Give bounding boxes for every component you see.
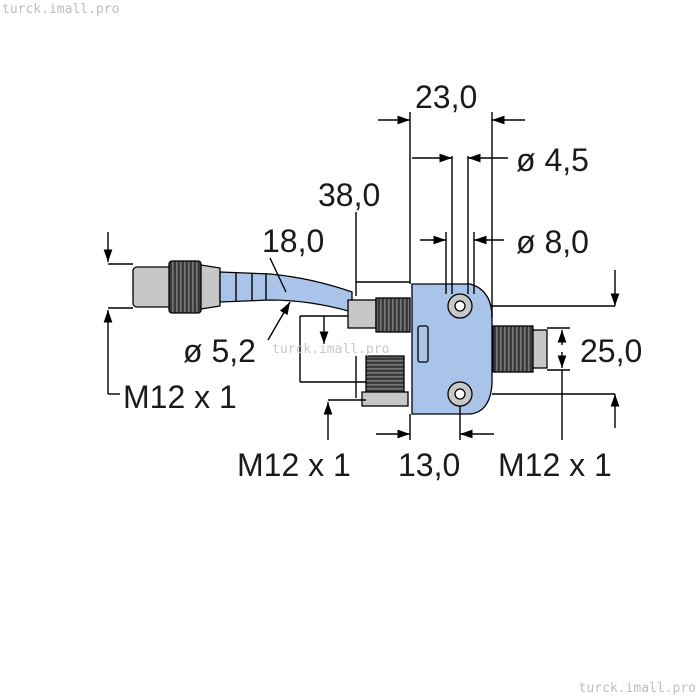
- dim-25: 25,0: [580, 333, 642, 369]
- bottom-connector: [361, 355, 409, 407]
- thread-left: M12 x 1: [123, 379, 237, 415]
- watermark-top: turck.imall.pro: [2, 2, 120, 17]
- thread-right: M12 x 1: [498, 447, 612, 483]
- splitter-body: [411, 283, 493, 415]
- dim-38: 38,0: [318, 177, 380, 213]
- watermark-bottom: turck.imall.pro: [578, 681, 696, 696]
- thread-bottom: M12 x 1: [237, 447, 351, 483]
- right-connector: [492, 325, 548, 373]
- dim-dia-8: ø 8,0: [516, 224, 589, 260]
- dim-18: 18,0: [262, 223, 324, 259]
- dim-dia-5-2: ø 5,2: [183, 333, 256, 369]
- dim-dia-4-5: ø 4,5: [516, 142, 589, 178]
- left-connector: [132, 260, 221, 314]
- dim-13: 13,0: [398, 447, 460, 483]
- middle-connector: [347, 297, 411, 333]
- dim-23: 23,0: [415, 79, 477, 115]
- watermark-middle: turck.imall.pro: [272, 342, 390, 357]
